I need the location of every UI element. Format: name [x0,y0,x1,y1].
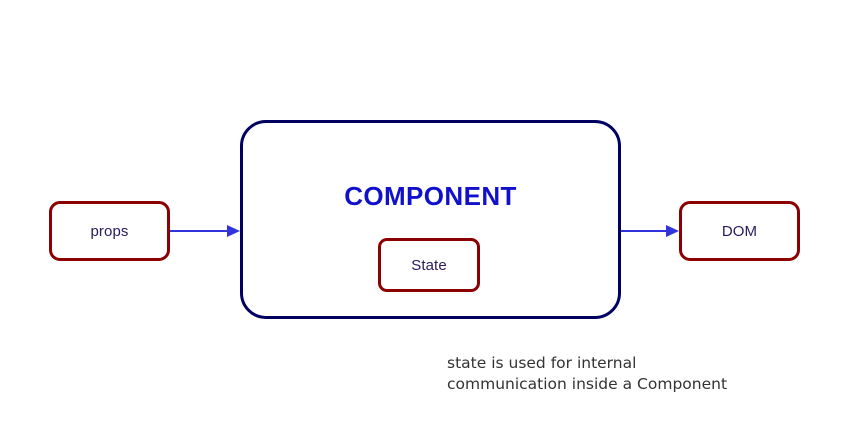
diagram-caption: state is used for internal communication… [447,354,728,393]
state-node[interactable]: State [378,238,480,292]
props-node-label: props [90,222,129,240]
arrow-props-to-component-icon [170,225,240,237]
props-node[interactable]: props [49,201,170,261]
arrow-component-to-dom-icon [621,225,679,237]
component-node[interactable]: COMPONENT [240,120,621,319]
component-node-title: COMPONENT [344,181,517,211]
dom-node[interactable]: DOM [679,201,800,261]
state-node-label: State [411,256,447,274]
dom-node-label: DOM [721,222,758,240]
